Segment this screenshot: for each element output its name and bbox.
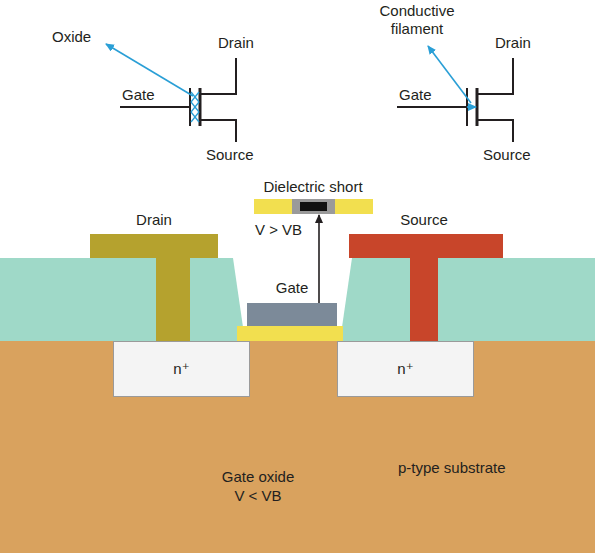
source-via: [410, 256, 438, 342]
callout-label: Source: [206, 146, 254, 164]
callout-label: Drain: [495, 34, 531, 52]
n-plus-region: n⁺: [113, 341, 250, 397]
callout-label: Gate: [122, 86, 155, 104]
short-core: [292, 199, 335, 214]
gate-electrode: Gate: [247, 303, 337, 326]
drain-contact: Drain: [90, 234, 218, 258]
callout-label: V < VB: [234, 487, 281, 505]
mosfet-symbol: [397, 58, 513, 142]
drain-via: [156, 256, 190, 342]
callout-label: Gate oxide: [222, 468, 295, 486]
node-label: Source: [400, 211, 448, 229]
dielectric-layer: [340, 258, 595, 341]
node-label: Drain: [136, 211, 172, 229]
node-label: n⁺: [173, 360, 189, 378]
n-plus-region: n⁺: [337, 341, 474, 397]
oxide-hatch: [191, 92, 199, 122]
node-label: V > VB: [255, 221, 302, 239]
callout-label: Oxide: [52, 28, 91, 46]
connector-arrow: [318, 215, 320, 303]
mosfet-symbol: [120, 58, 236, 142]
callout-label: Conductive filament: [372, 2, 462, 38]
substrate-band: p-type substrate n⁺ n⁺: [0, 341, 595, 553]
node-label: n⁺: [397, 360, 413, 378]
dielectric-layer: [0, 258, 245, 341]
callout-label: Source: [483, 146, 531, 164]
callout-label: Gate: [399, 86, 432, 104]
gate-oxide: [237, 326, 343, 341]
callout-arrow: [428, 46, 471, 103]
dielectric-short-inset: Dielectric shortV > VB: [254, 199, 373, 214]
node-label: Gate: [276, 279, 309, 297]
callout-label: Drain: [218, 34, 254, 52]
node-label: p-type substrate: [398, 459, 506, 477]
node-label: Dielectric short: [263, 178, 362, 196]
source-contact: Source: [349, 234, 503, 258]
conductive-filament: [300, 202, 327, 211]
filament-arrow: [467, 106, 476, 108]
